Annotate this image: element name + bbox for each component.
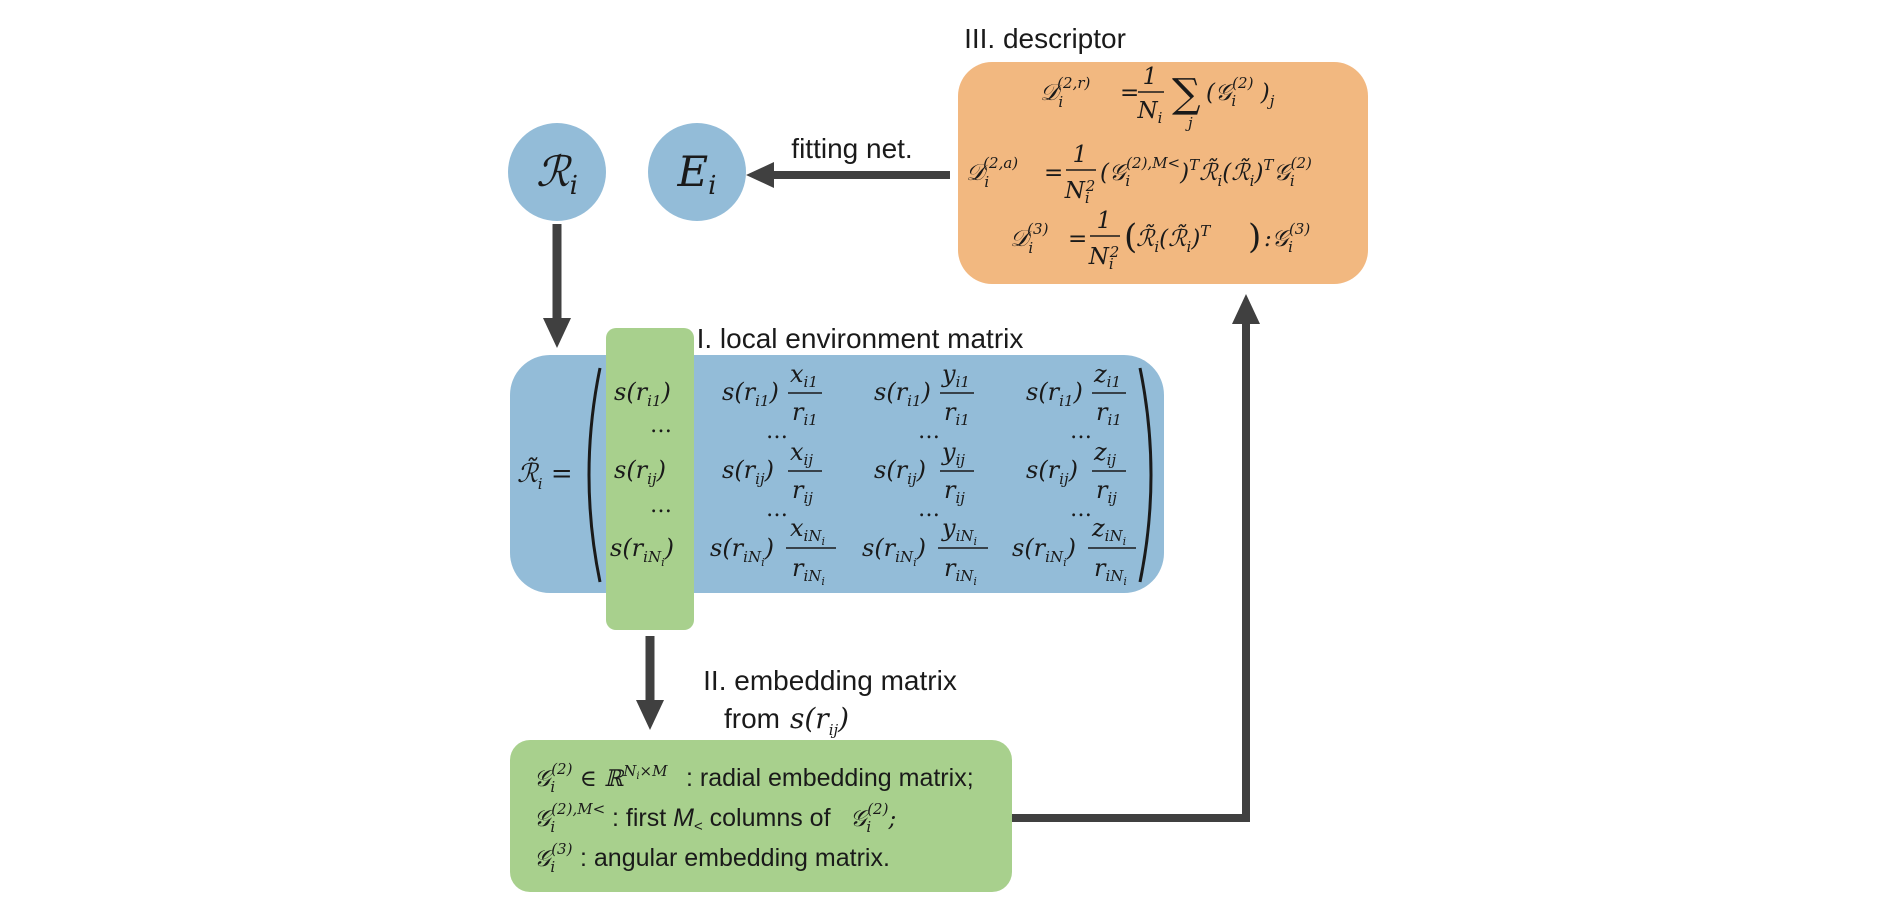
svg-text:ri1: ri1: [1096, 398, 1122, 429]
svg-text:…: …: [918, 497, 940, 522]
descriptor-eq-radial: 𝒟i(2,r) = 1 Ni ∑ j (𝒢i(2) )j: [1040, 64, 1275, 132]
matrix-left-paren: [587, 367, 602, 583]
svg-text:…: …: [650, 493, 672, 518]
svg-text:…: …: [766, 419, 788, 444]
embedding-title-line2: from: [724, 703, 780, 734]
input-node-label: ℛi: [536, 147, 578, 201]
svg-text:∑: ∑: [1172, 71, 1201, 117]
svg-text:ziNi: ziNi: [1091, 514, 1126, 548]
svg-text:…: …: [766, 497, 788, 522]
svg-text:: radial embedding matrix;: : radial embedding matrix;: [686, 764, 974, 792]
output-node: [648, 123, 746, 221]
cell-r1-c3: s(ri1): [874, 378, 931, 410]
svg-text:(𝒢i(2) )j: (𝒢i(2) )j: [1206, 74, 1275, 110]
input-to-env-arrowhead: [543, 318, 571, 348]
column-to-embedding-arrowhead: [636, 700, 664, 730]
descriptor-box: [958, 62, 1368, 284]
embedding-line-3: 𝒢i(3) : angular embedding matrix.: [534, 840, 890, 876]
embedding-title-line1: II. embedding matrix: [703, 665, 957, 696]
embedding-title-math: s(rij): [790, 702, 849, 739]
svg-text:(𝒢i(2),M<)Tℛ̃i(ℛ̃i)T𝒢i(2): (𝒢i(2),M<)Tℛ̃i(ℛ̃i)T𝒢i(2): [1100, 154, 1312, 190]
embedding-to-descriptor-arrowhead: [1232, 294, 1260, 324]
embedding-box: [510, 740, 1012, 892]
svg-text:(: (: [1124, 217, 1137, 257]
embedding-to-descriptor-arrow: [1012, 322, 1250, 822]
svg-text:yij: yij: [941, 438, 965, 469]
svg-text:): ): [1248, 217, 1261, 257]
svg-text:xi1: xi1: [790, 360, 818, 391]
cell-r2-c4: s(rij): [1026, 456, 1078, 488]
svg-text:…: …: [1070, 419, 1092, 444]
cell-r2-c2: s(rij): [722, 456, 774, 488]
env-title: I. local environment matrix: [697, 323, 1024, 354]
svg-text:=: =: [1068, 226, 1087, 252]
svg-text:1: 1: [1073, 142, 1088, 168]
matrix-right-paren: [1138, 367, 1153, 583]
svg-text:=: =: [1044, 160, 1063, 186]
svg-text:: first M< columns of: : first M< columns of: [612, 804, 831, 835]
svg-text:: angular embedding matrix.: : angular embedding matrix.: [580, 844, 890, 872]
svg-text:j: j: [1185, 114, 1193, 132]
fitting-net-label: fitting net.: [791, 133, 912, 164]
svg-text:ℛ̃i(ℛ̃i)T: ℛ̃i(ℛ̃i)T: [1136, 222, 1211, 256]
svg-text:1: 1: [1097, 208, 1112, 234]
cell-r2-c1: s(rij): [614, 456, 666, 488]
cell-r1-c1: s(ri1): [614, 378, 671, 410]
svg-text:…: …: [650, 413, 672, 438]
descriptor-title: III. descriptor: [964, 23, 1126, 54]
svg-text:…: …: [1070, 497, 1092, 522]
radial-column-highlight: [606, 328, 694, 630]
svg-text:…: …: [918, 419, 940, 444]
input-node: [508, 123, 606, 221]
env-matrix-lhs: ℛ̃i =: [517, 456, 573, 493]
cell-r1-c2: s(ri1): [722, 378, 779, 410]
svg-text:1: 1: [1143, 64, 1158, 90]
cell-r2-c3: s(rij): [874, 456, 926, 488]
cell-r1-c4: s(ri1): [1026, 378, 1083, 410]
svg-text:=: =: [1120, 80, 1139, 106]
fitting-net-arrowhead: [746, 162, 774, 188]
embedding-line-1: 𝒢i(2) ∈ ℝNi×M : radial embedding matrix;: [534, 760, 974, 796]
